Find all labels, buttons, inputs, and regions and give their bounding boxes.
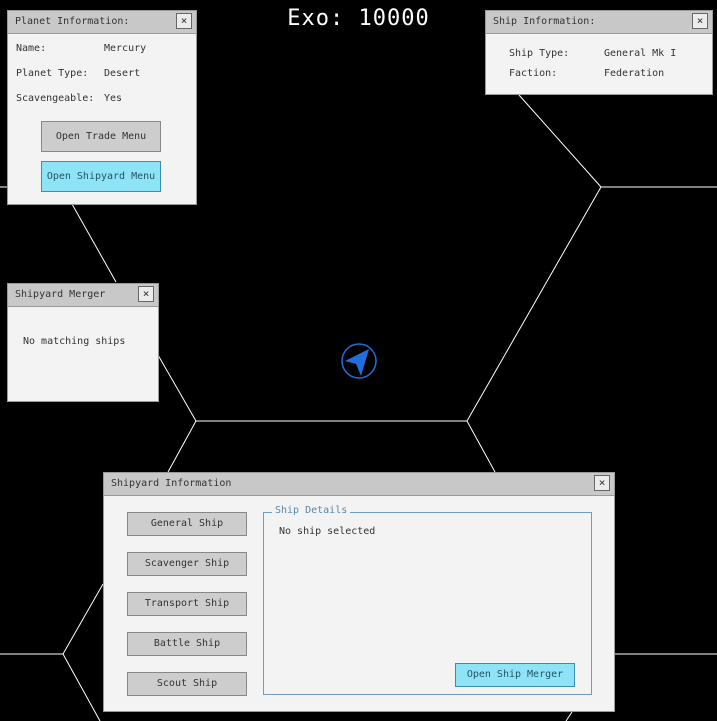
ship-info-panel: Ship Information: × Ship Type: General M… — [485, 10, 713, 95]
hex-edge — [62, 583, 104, 655]
planet-name-label: Name: — [16, 43, 47, 54]
shipyard-panel-titlebar[interactable]: Shipyard Information × — [104, 473, 614, 496]
transport-ship-button[interactable]: Transport Ship — [127, 592, 247, 616]
planet-info-panel: Planet Information: × Name: Mercury Plan… — [7, 10, 197, 205]
ship-details-message: No ship selected — [279, 526, 376, 537]
shipyard-info-panel: Shipyard Information × General Ship Scav… — [103, 472, 615, 712]
hex-edge — [518, 94, 602, 188]
scavengeable-label: Scavengeable: — [16, 93, 95, 104]
planet-type-value: Desert — [104, 68, 141, 79]
ship-type-label: Ship Type: — [509, 48, 570, 59]
ship-panel-titlebar[interactable]: Ship Information: × — [486, 11, 712, 34]
hex-edge — [466, 186, 602, 422]
open-shipyard-menu-button[interactable]: Open Shipyard Menu — [41, 161, 161, 192]
planet-name-value: Mercury — [104, 43, 147, 54]
planet-panel-titlebar[interactable]: Planet Information: × — [8, 11, 196, 34]
general-ship-button[interactable]: General Ship — [127, 512, 247, 536]
hex-edge — [565, 711, 573, 721]
currency-value: 10000 — [358, 6, 430, 31]
currency-display: Exo: 10000 — [0, 6, 717, 31]
ship-details-legend: Ship Details — [272, 505, 351, 516]
player-ship-icon[interactable] — [341, 343, 377, 379]
scavenger-ship-button[interactable]: Scavenger Ship — [127, 552, 247, 576]
faction-label: Faction: — [509, 68, 558, 79]
scout-ship-button[interactable]: Scout Ship — [127, 672, 247, 696]
hex-edge — [167, 420, 197, 473]
shipyard-merger-panel: Shipyard Merger × No matching ships — [7, 283, 159, 402]
open-trade-menu-button[interactable]: Open Trade Menu — [41, 121, 161, 152]
hex-edge — [466, 420, 496, 473]
ship-panel-title: Ship Information: — [493, 16, 596, 27]
planet-panel-title: Planet Information: — [15, 16, 130, 27]
close-icon[interactable]: × — [594, 475, 610, 491]
close-icon[interactable]: × — [176, 13, 192, 29]
planet-type-label: Planet Type: — [16, 68, 89, 79]
ship-details-group: Ship Details No ship selected Open Ship … — [263, 505, 592, 695]
hex-edge — [71, 203, 117, 283]
merger-panel-titlebar[interactable]: Shipyard Merger × — [8, 284, 158, 307]
merger-panel-title: Shipyard Merger — [15, 289, 106, 300]
hex-edge — [157, 354, 197, 422]
shipyard-panel-title: Shipyard Information — [111, 478, 232, 489]
hex-edge — [62, 653, 101, 721]
scavengeable-value: Yes — [104, 93, 123, 104]
ship-type-value: General Mk I — [604, 48, 677, 59]
currency-label: Exo: — [287, 6, 345, 31]
faction-value: Federation — [604, 68, 665, 79]
close-icon[interactable]: × — [692, 13, 708, 29]
close-icon[interactable]: × — [138, 286, 154, 302]
open-ship-merger-button[interactable]: Open Ship Merger — [455, 663, 575, 687]
merger-empty-message: No matching ships — [23, 336, 126, 347]
battle-ship-button[interactable]: Battle Ship — [127, 632, 247, 656]
